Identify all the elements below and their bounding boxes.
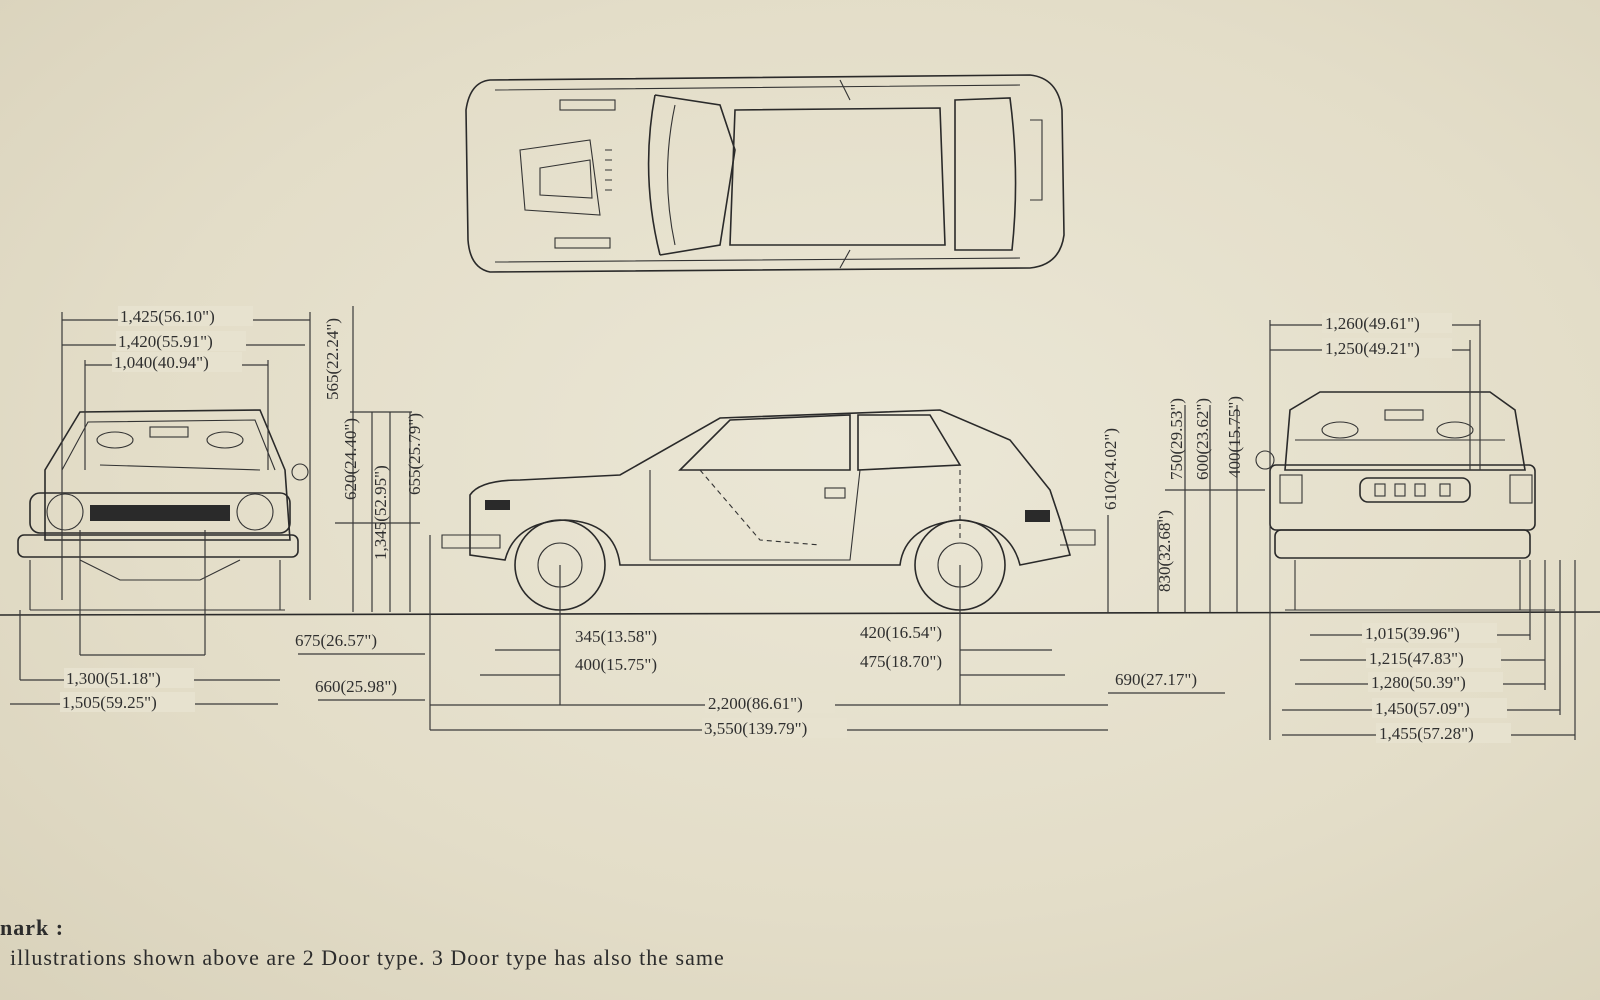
remark-text: illustrations shown above are 2 Door typ… xyxy=(10,945,725,970)
front-view-car xyxy=(17,409,309,611)
label-front-inner-width: 1,040(40.94") xyxy=(114,353,209,372)
label-rear-1215: 1,215(47.83") xyxy=(1369,649,1464,668)
label-side-420: 420(16.54") xyxy=(860,623,942,642)
label-side-610: 610(24.02") xyxy=(1101,428,1120,510)
label-side-675: 675(26.57") xyxy=(295,631,377,650)
label-rear-750: 750(29.53") xyxy=(1167,398,1186,480)
label-rear-1015: 1,015(39.96") xyxy=(1365,624,1460,643)
label-front-body-width: 1,420(55.91") xyxy=(118,332,213,351)
label-front-655: 655(25.79") xyxy=(405,413,424,495)
label-rear-1280: 1,280(50.39") xyxy=(1371,673,1466,692)
dimension-labels: 1,425(56.10") 1,420(55.91") 1,040(40.94"… xyxy=(60,306,1511,743)
label-rear-1455: 1,455(57.28") xyxy=(1379,724,1474,743)
remark-title: nark : xyxy=(0,915,65,940)
label-side-690: 690(27.17") xyxy=(1115,670,1197,689)
label-rear-width-2: 1,250(49.21") xyxy=(1325,339,1420,358)
label-front-height-top: 565(22.24") xyxy=(323,318,342,400)
label-side-830: 830(32.68") xyxy=(1155,510,1174,592)
top-view-car xyxy=(465,74,1065,273)
label-front-620: 620(24.40") xyxy=(341,418,360,500)
label-rear-width-top: 1,260(49.61") xyxy=(1325,314,1420,333)
label-rear-600: 600(23.62") xyxy=(1193,398,1212,480)
label-side-475: 475(18.70") xyxy=(860,652,942,671)
ground-line xyxy=(0,611,1600,616)
label-side-400: 400(15.75") xyxy=(575,655,657,674)
label-side-660: 660(25.98") xyxy=(315,677,397,696)
label-front-width-bottom: 1,505(59.25") xyxy=(62,693,157,712)
dimension-lines xyxy=(10,306,1576,740)
label-overall-length: 3,550(139.79") xyxy=(704,719,807,738)
label-wheelbase: 2,200(86.61") xyxy=(708,694,803,713)
label-rear-1450: 1,450(57.09") xyxy=(1375,699,1470,718)
label-side-345: 345(13.58") xyxy=(575,627,657,646)
label-front-tread: 1,300(51.18") xyxy=(66,669,161,688)
label-rear-400: 400(15.75") xyxy=(1225,396,1244,478)
side-view-car xyxy=(441,409,1096,611)
label-front-1345: 1,345(52.95") xyxy=(371,465,390,560)
label-front-overall-width: 1,425(56.10") xyxy=(120,307,215,326)
rear-view-car xyxy=(1255,391,1555,611)
